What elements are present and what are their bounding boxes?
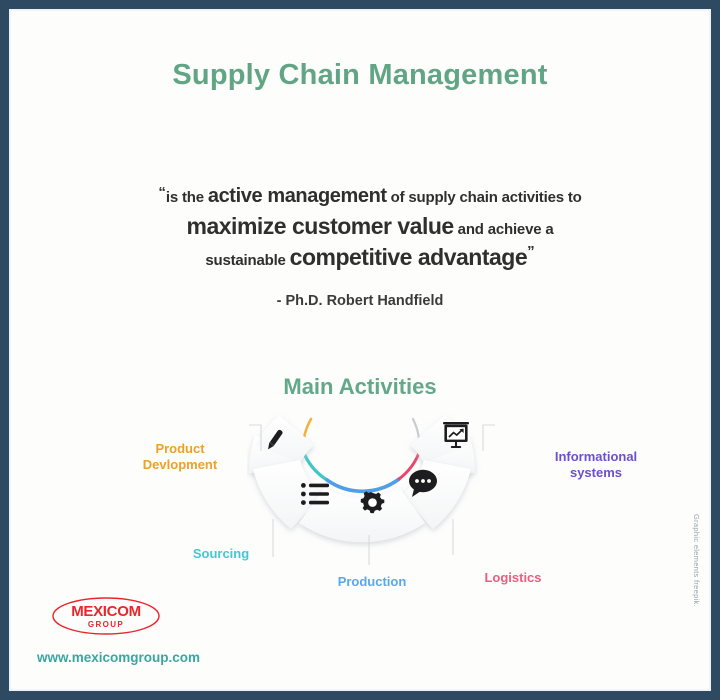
main-activities-diagram — [247, 407, 497, 565]
quote-line-2-emphasis: maximize customer value — [186, 212, 455, 239]
quote-line-1-emphasis: active management — [207, 185, 387, 207]
quote-block: “is the active management of supply chai… — [61, 183, 679, 274]
label-informational-systems-line1: Informational — [554, 449, 638, 464]
quote-attribution: - Ph.D. Robert Handfield — [276, 293, 444, 309]
label-informational-systems-line2: systems — [569, 465, 623, 481]
quote-line-2-part-b: and achieve a — [453, 220, 554, 238]
quote-line-1: “is the active management of supply chai… — [61, 183, 679, 211]
gear-icon — [360, 491, 385, 514]
logo-ellipse — [52, 597, 160, 635]
logo-subtitle: GROUP — [87, 619, 125, 629]
label-informational-systems: Informational systems — [525, 449, 667, 482]
section-heading: Main Activities — [283, 374, 437, 399]
quote-line-2: maximize customer value and achieve a — [61, 211, 679, 243]
poster-content-area: Supply Chain Management “is the active m… — [9, 9, 711, 691]
label-logistics: Logistics — [484, 570, 542, 585]
segment-sourcing[interactable] — [253, 460, 323, 529]
quote-line-3: sustainable competitive advantage” — [61, 242, 679, 274]
quote-line-3-emphasis: competitive advantage — [289, 244, 528, 271]
page-title: Supply Chain Management — [172, 59, 548, 91]
logo-name: MEXICOM — [71, 602, 141, 620]
attribution-credit: Graphic elements freepik. — [692, 514, 701, 607]
pencil-icon — [268, 429, 283, 450]
presentation-icon — [443, 422, 469, 448]
list-icon — [301, 483, 329, 505]
quote-close-mark: ” — [527, 243, 535, 261]
connector-product-development — [249, 424, 262, 451]
chat-bubble-icon — [409, 469, 437, 497]
quote-line-1-part-a: is the — [165, 189, 208, 206]
label-production: Production — [337, 574, 407, 589]
quote-open-mark: “ — [158, 184, 166, 201]
diagram-colour-arc — [301, 417, 421, 494]
quote-line-1-part-c: of supply chain activities to — [386, 189, 582, 206]
connector-informational-systems — [482, 424, 495, 451]
label-product-development: Product Devlopment — [115, 441, 245, 474]
label-sourcing: Sourcing — [192, 546, 250, 561]
label-product-development-line1: Product — [155, 441, 205, 456]
segment-production[interactable] — [299, 487, 425, 543]
label-product-development-line2: Devlopment — [142, 457, 218, 473]
mexicom-logo[interactable]: MEXICOM GROUP — [51, 596, 161, 636]
branding-block: MEXICOM GROUP www.mexicomgroup.com — [33, 596, 253, 665]
website-url[interactable]: www.mexicomgroup.com — [37, 650, 201, 665]
diagram-connector-lines — [249, 424, 495, 565]
segment-product-development-main[interactable] — [255, 415, 314, 463]
quote-line-3-part-a: sustainable — [205, 252, 290, 270]
